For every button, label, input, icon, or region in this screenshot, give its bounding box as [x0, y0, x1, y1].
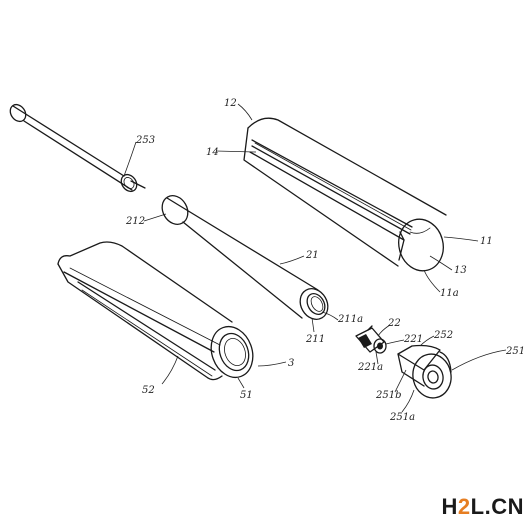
label-251: 251: [505, 346, 525, 357]
callout-labels: 253 12 14 11 13 11a 212 21 211a 211 22 2…: [125, 98, 525, 423]
label-212: 212: [125, 216, 145, 227]
housing-12: [243, 117, 447, 272]
leader-lines: [123, 103, 507, 413]
watermark: H2L.CN: [442, 494, 524, 520]
label-252: 252: [433, 330, 453, 341]
label-211: 211: [305, 334, 325, 345]
label-221a: 221a: [357, 362, 383, 373]
label-11: 11: [480, 236, 493, 247]
label-253: 253: [135, 135, 155, 146]
watermark-accent-glyph: 2: [457, 494, 471, 519]
holder-3: [57, 241, 254, 381]
label-3: 3: [288, 358, 294, 369]
label-52: 52: [142, 385, 155, 396]
label-12: 12: [224, 98, 237, 109]
label-51: 51: [240, 390, 253, 401]
label-211a: 211a: [337, 314, 363, 325]
watermark-text: H2L.CN: [441, 494, 524, 519]
label-14: 14: [206, 147, 219, 158]
end-cap-251: [397, 344, 452, 399]
rod-253: [9, 103, 146, 193]
tube-21: [161, 195, 329, 320]
label-13: 13: [454, 265, 467, 276]
label-221: 221: [403, 334, 423, 345]
label-11a: 11a: [440, 288, 459, 299]
label-22: 22: [387, 318, 401, 329]
label-251a: 251a: [389, 412, 415, 423]
label-21: 21: [305, 250, 319, 261]
label-251b: 251b: [375, 390, 402, 401]
connector-22: [355, 325, 387, 354]
